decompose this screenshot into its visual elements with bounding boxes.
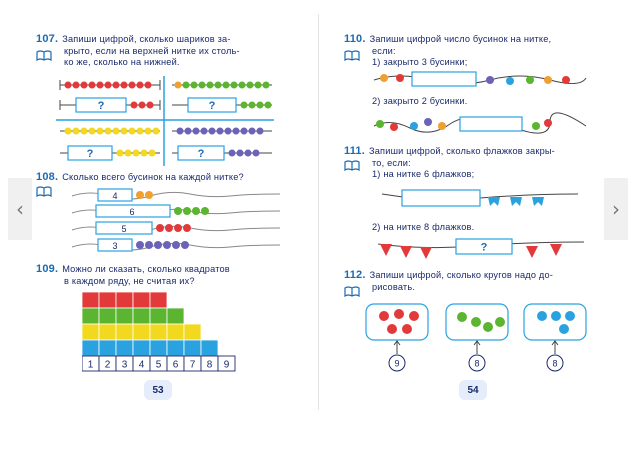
bead-string: ? <box>60 127 160 161</box>
exercise-line: 2) на нитке 8 флажков. <box>372 222 475 232</box>
bead-count-box: 4 <box>112 191 117 201</box>
exercise-number: 108. <box>36 171 59 183</box>
question-mark: ? <box>209 100 216 112</box>
bead-string: ? <box>172 127 272 161</box>
exercise-line: Запиши цифрой число бусинок на нитке, <box>369 34 552 44</box>
exercise-110-text: 110.Запиши цифрой число бусинок на нитке… <box>344 33 606 69</box>
bead-string: ? <box>59 80 161 113</box>
number-cell: 8 <box>207 360 213 371</box>
book-icon <box>344 286 360 297</box>
exercise-number: 110. <box>344 33 366 45</box>
exercise-111-figure-1 <box>381 189 579 207</box>
number-cell: 4 <box>139 360 145 371</box>
target-count: 9 <box>394 359 399 369</box>
right-page <box>319 0 638 452</box>
number-cell: 5 <box>156 360 162 371</box>
number-cell: 9 <box>224 360 230 371</box>
question-mark: ? <box>481 242 488 254</box>
exercise-112-text: 112.Запиши цифрой, сколько кругов надо д… <box>344 269 606 293</box>
bead-count-box: 3 <box>112 241 117 251</box>
exercise-number: 107. <box>36 33 59 45</box>
exercise-110-item2: 2) закрыто 2 бусинки. <box>372 96 467 108</box>
number-cell: 2 <box>105 360 111 371</box>
exercise-line: крыто, если на верхней нитке их столь- <box>64 45 240 56</box>
chevron-right-icon: › <box>612 197 620 221</box>
exercise-line: рисовать. <box>372 281 416 292</box>
page-number-right: 54 <box>459 380 487 400</box>
exercise-line: то, если: <box>372 157 411 168</box>
exercise-line: 1) закрыто 3 бусинки; <box>372 57 468 67</box>
book-icon <box>344 50 360 61</box>
bead-count-box: 5 <box>121 224 126 234</box>
exercise-110-figure-1 <box>373 71 587 87</box>
exercise-number: 112. <box>344 269 366 281</box>
number-cell: 1 <box>88 360 94 371</box>
exercise-109-figure: 1 2 3 4 5 6 7 8 9 <box>82 292 236 372</box>
exercise-line: Запиши цифрой, сколько шариков за- <box>62 34 231 44</box>
exercise-112-figure: 9 8 8 <box>365 303 587 372</box>
book-icon <box>36 50 52 61</box>
next-page-button[interactable]: › <box>604 178 628 240</box>
target-count: 8 <box>552 359 557 369</box>
exercise-line: Сколько всего бусинок на каждой нитке? <box>62 172 244 182</box>
exercise-108-figure: 4 6 5 3 <box>71 188 281 252</box>
exercise-line: ко же, сколько на нижней. <box>64 57 180 67</box>
exercise-111-item2: 2) на нитке 8 флажков. <box>372 222 474 234</box>
exercise-line: если: <box>372 45 396 56</box>
book-icon <box>36 186 52 197</box>
question-mark: ? <box>87 148 94 160</box>
book-icon <box>344 160 360 171</box>
question-mark: ? <box>98 100 105 112</box>
number-cell: 7 <box>190 360 196 371</box>
bead-string: ? <box>172 81 272 113</box>
prev-page-button[interactable]: ‹ <box>8 178 32 240</box>
exercise-110-figure-2 <box>373 112 587 134</box>
exercise-109-text: 109.Можно ли сказать, сколько квадратов … <box>36 263 298 287</box>
exercise-line: 1) на нитке 6 флажков; <box>372 169 475 179</box>
exercise-108-text: 108.Сколько всего бусинок на каждой нитк… <box>36 171 298 184</box>
target-count: 8 <box>474 359 479 369</box>
chevron-left-icon: ‹ <box>16 197 24 221</box>
number-cell: 6 <box>173 360 179 371</box>
exercise-111-text: 111. Запиши цифрой, сколько флажков закры… <box>344 145 606 181</box>
page-number-left: 53 <box>144 380 172 400</box>
question-mark: ? <box>198 148 205 160</box>
exercise-line: 2) закрыто 2 бусинки. <box>372 96 468 106</box>
exercise-line: Запиши цифрой, сколько кругов надо до- <box>369 270 554 280</box>
exercise-line: Запиши цифрой, сколько флажков закры- <box>369 146 555 156</box>
exercise-line: Можно ли сказать, сколько квадратов <box>62 264 230 274</box>
bead-count-box: 6 <box>129 207 134 217</box>
number-cell: 3 <box>122 360 128 371</box>
exercise-number: 109. <box>36 263 59 275</box>
exercise-line: в каждом ряду, не считая их? <box>64 275 195 286</box>
exercise-111-figure-2: ? <box>377 238 585 259</box>
exercise-107-figure: ? ? ? ? <box>56 76 274 166</box>
exercise-107-text: 107.Запиши цифрой, сколько шариков за- к… <box>36 33 298 69</box>
exercise-number: 111. <box>344 145 365 157</box>
page-divider <box>318 14 319 410</box>
